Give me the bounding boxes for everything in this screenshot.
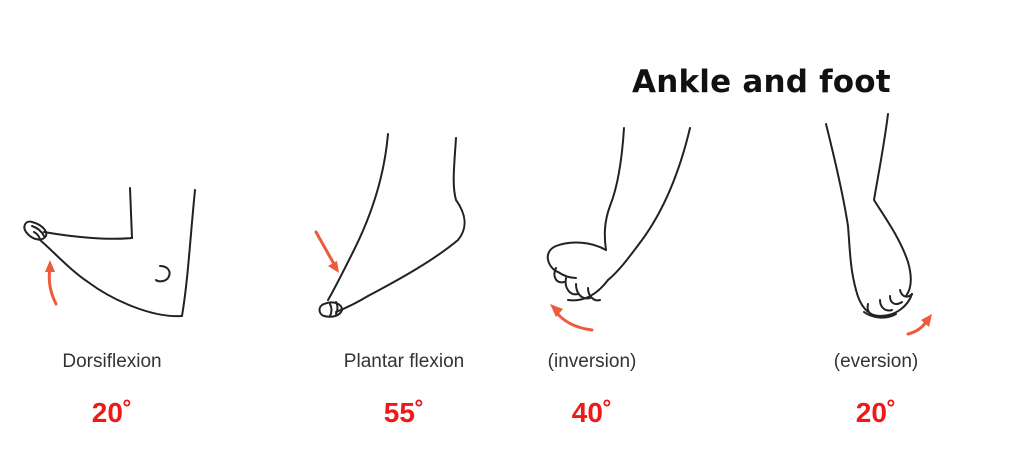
movement-eversion: (eversion) 20˚ (756, 0, 996, 460)
movement-label: Dorsiflexion (62, 351, 162, 372)
eversion-foot-illustration (825, 113, 932, 336)
movement-angle: 20˚ (855, 397, 897, 428)
plantar-arrow-icon (314, 230, 336, 266)
inversion-foot-illustration (546, 127, 691, 332)
movement-label: (eversion) (833, 351, 919, 372)
movement-plantar-flexion: Plantar flexion 55˚ (284, 0, 524, 460)
dorsiflexion-arrow-icon (47, 266, 58, 306)
movement-label: (inversion) (547, 351, 637, 372)
movement-angle: 20˚ (91, 397, 133, 428)
plantar-flexion-foot-illustration (314, 133, 466, 318)
inversion-arrow-icon (554, 310, 594, 332)
movement-angle: 40˚ (571, 397, 613, 428)
dorsiflexion-foot-illustration (23, 187, 196, 318)
movement-label: Plantar flexion (343, 351, 465, 372)
diagram-title: Ankle and foot (632, 64, 891, 100)
movement-inversion: (inversion) 40˚ (472, 0, 712, 460)
movement-dorsiflexion: Dorsiflexion 20˚ (0, 0, 232, 460)
eversion-arrow-icon (906, 320, 928, 336)
movement-angle: 55˚ (383, 397, 425, 428)
